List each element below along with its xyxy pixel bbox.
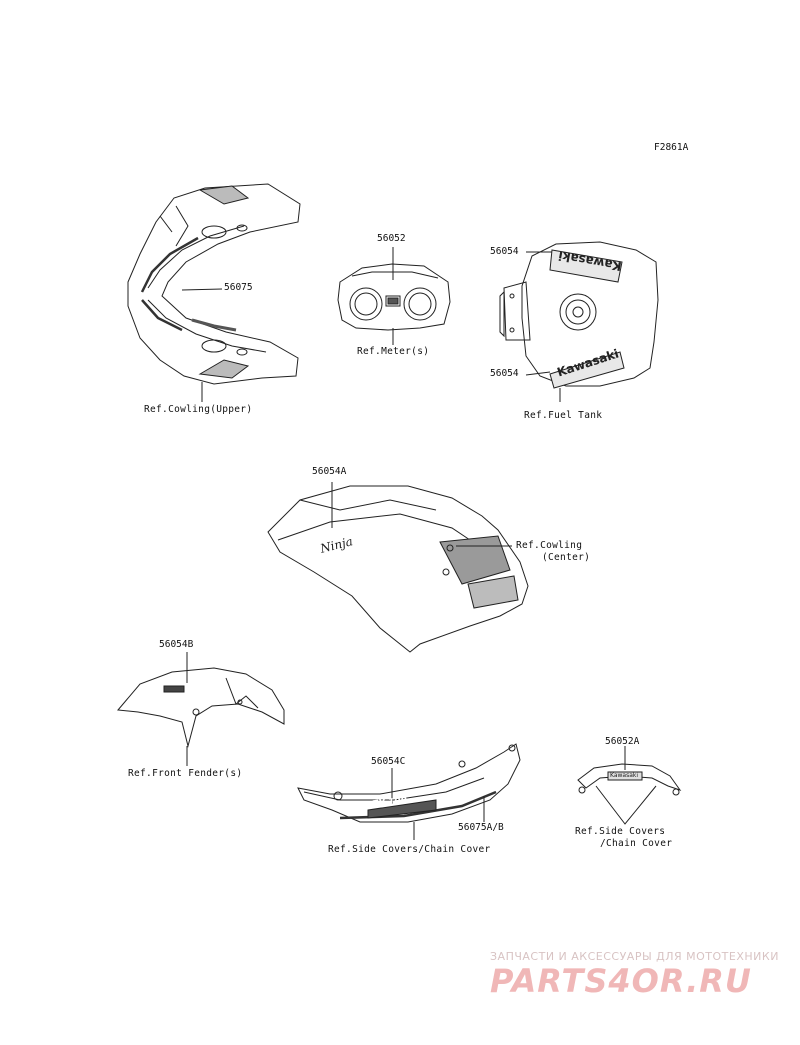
part-code-56054-top[interactable]: 56054 (490, 246, 519, 257)
tail-decal-logo: Kawasaki (610, 772, 639, 779)
ref-side-covers-2[interactable]: /Chain Cover (600, 838, 673, 849)
part-code-56054-bottom[interactable]: 56054 (490, 368, 519, 379)
ref-side-covers-1[interactable]: Ref.Side Covers (575, 826, 666, 837)
part-code-56052[interactable]: 56052 (377, 233, 406, 244)
part-code-56054B[interactable]: 56054B (159, 639, 194, 650)
part-code-56052A[interactable]: 56052A (605, 736, 640, 747)
watermark-logo[interactable]: PARTS4OR.RU (490, 962, 752, 1000)
fuel-tank-drawing (499, 241, 659, 402)
meter-drawing (337, 247, 451, 345)
center-cowling-drawing (267, 482, 529, 653)
watermark-caption: ЗАПЧАСТИ И АКСЕССУАРЫ ДЛЯ МОТОТЕХНИКИ (490, 950, 779, 963)
part-code-56075[interactable]: 56075 (224, 282, 253, 293)
tail-cover-drawing (577, 746, 682, 825)
side-cover-drawing (297, 743, 521, 840)
part-code-56054A[interactable]: 56054A (312, 466, 347, 477)
figure-id: F2861A (654, 142, 689, 153)
ref-cowling-center-1[interactable]: Ref.Cowling (516, 540, 583, 551)
ref-cowling-center-2[interactable]: (Center) (542, 552, 591, 563)
front-fender-drawing (117, 652, 285, 766)
upper-cowling-drawing (127, 183, 301, 402)
part-code-56054C[interactable]: 56054C (371, 756, 406, 767)
part-code-56075AB[interactable]: 56075A/B (458, 822, 504, 833)
ref-side-covers-chain-cover[interactable]: Ref.Side Covers/Chain Cover (328, 844, 491, 855)
ref-cowling-upper[interactable]: Ref.Cowling(Upper) (144, 404, 253, 415)
ref-front-fender[interactable]: Ref.Front Fender(s) (128, 768, 243, 779)
ref-fuel-tank[interactable]: Ref.Fuel Tank (524, 410, 603, 421)
ref-meter[interactable]: Ref.Meter(s) (357, 346, 430, 357)
